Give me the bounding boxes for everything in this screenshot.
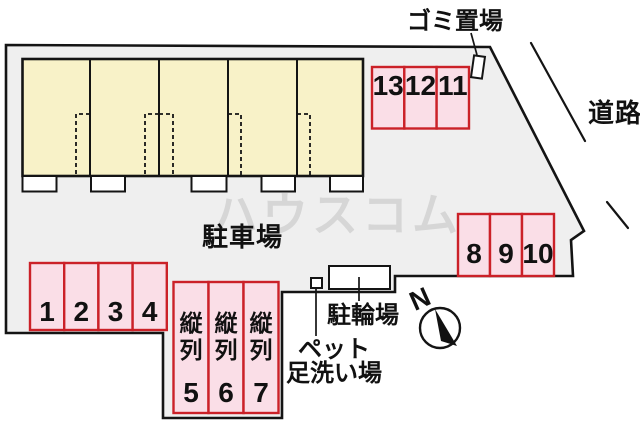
tandem-label-char: 列: [250, 337, 273, 363]
building: [21, 57, 365, 193]
unit-porch: [190, 175, 228, 193]
watermark: ハウスコム: [212, 189, 462, 241]
tandem-label-char: 列: [180, 337, 203, 363]
parking-spot-11: [435, 65, 471, 130]
parking-spot-8: [456, 212, 492, 278]
tandem-label-char: 列: [215, 337, 238, 363]
pet-wash-label-line1: ペット: [298, 336, 370, 363]
parking-spot-1-number: 1: [39, 296, 55, 327]
unit-entrance-dashed: [75, 113, 90, 175]
building-outline: [21, 57, 365, 178]
parking-spot-9-number: 9: [498, 238, 514, 269]
parking-spot-7-number: 7: [253, 377, 269, 408]
garbage-area-label: ゴミ置場: [407, 7, 503, 35]
parking-spot-5: [172, 280, 210, 415]
parking-spot-10-number: 10: [522, 238, 553, 269]
parking-lot-label: 駐車場: [202, 222, 283, 252]
parking-spot-8-number: 8: [466, 238, 482, 269]
bicycle-parking-label: 駐輪場: [327, 301, 399, 329]
parking-spot-4-number: 4: [142, 296, 158, 327]
tandem-label-char: 縦: [215, 310, 239, 336]
garbage-leader-line: [470, 32, 478, 56]
pet-wash-area: ペット 足洗い場: [286, 277, 382, 387]
parking-spot-11-number: 11: [438, 70, 468, 101]
parking-spot-12: [403, 65, 438, 130]
road-edge-line: [605, 200, 630, 230]
road-label: 道路: [588, 98, 640, 128]
garbage-box: [469, 54, 487, 80]
parking-spot-7: [242, 280, 280, 415]
road: 道路: [529, 41, 640, 230]
parking-spot-10: [520, 212, 556, 278]
parking-spot-6-number: 6: [218, 377, 234, 408]
garbage-area: ゴミ置場: [407, 7, 503, 80]
unit-porch: [90, 175, 126, 193]
bicycle-parking: 駐輪場: [327, 265, 399, 329]
parking-row-tandem: 縦 列 縦 列 縦 列 5 6 7: [172, 280, 280, 415]
parking-spot-2-number: 2: [74, 296, 90, 327]
parking-row-top-right: 13 12 11: [370, 65, 471, 130]
tandem-label-char: 縦: [180, 310, 204, 336]
parking-row-left: 1 2 3 4: [28, 261, 169, 332]
pet-wash-label-line2: 足洗い場: [286, 360, 382, 387]
parking-spot-5-number: 5: [183, 377, 199, 408]
parking-spot-9: [488, 212, 524, 278]
pet-wash-box: [310, 277, 323, 289]
parking-spot-1: [28, 261, 66, 332]
unit-porch: [21, 175, 58, 193]
parking-spot-2: [62, 261, 100, 332]
parking-spot-13-number: 13: [373, 70, 404, 101]
unit-entrance-dashed: [159, 113, 174, 175]
parking-row-right: 8 9 10: [456, 212, 556, 278]
unit-porch: [329, 175, 364, 193]
tandem-label-char: 縦: [250, 310, 274, 336]
unit-entrance-dashed: [144, 113, 159, 175]
road-edge-line: [529, 41, 587, 143]
unit-porch: [260, 175, 296, 193]
parking-spot-4: [131, 261, 169, 332]
parking-spot-12-number: 12: [405, 70, 436, 101]
parking-spot-3-number: 3: [108, 296, 124, 327]
north-compass: N: [405, 281, 462, 350]
compass-needle-icon: [435, 309, 457, 346]
